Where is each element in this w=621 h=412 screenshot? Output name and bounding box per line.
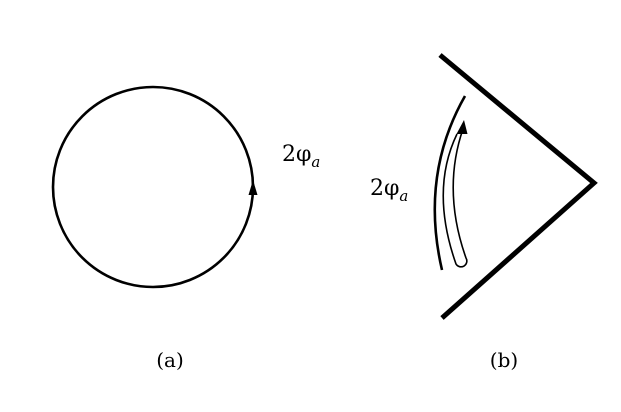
panel-a-caption: (a): [156, 348, 184, 372]
circle-direction-arrow-icon: [248, 180, 258, 195]
circle-path: [51, 85, 255, 289]
panel-b-caption: (b): [490, 348, 518, 372]
panel-b-angle-main: 2φ: [370, 176, 399, 201]
panel-b: 2φa (b): [370, 53, 598, 372]
panel-a-angle-main: 2φ: [282, 142, 311, 167]
panel-b-angle-label: 2φa: [370, 176, 408, 205]
inner-arc-arrow-icon: [456, 120, 468, 134]
panel-a-angle-label: 2φa: [282, 142, 320, 171]
panel-a: 2φa (a): [51, 85, 320, 372]
outer-arc: [433, 95, 467, 271]
inner-arc-hook: [442, 128, 468, 268]
wedge-lines: [438, 53, 598, 320]
panel-a-angle-subscript: a: [311, 153, 320, 171]
panel-b-angle-subscript: a: [399, 187, 408, 205]
